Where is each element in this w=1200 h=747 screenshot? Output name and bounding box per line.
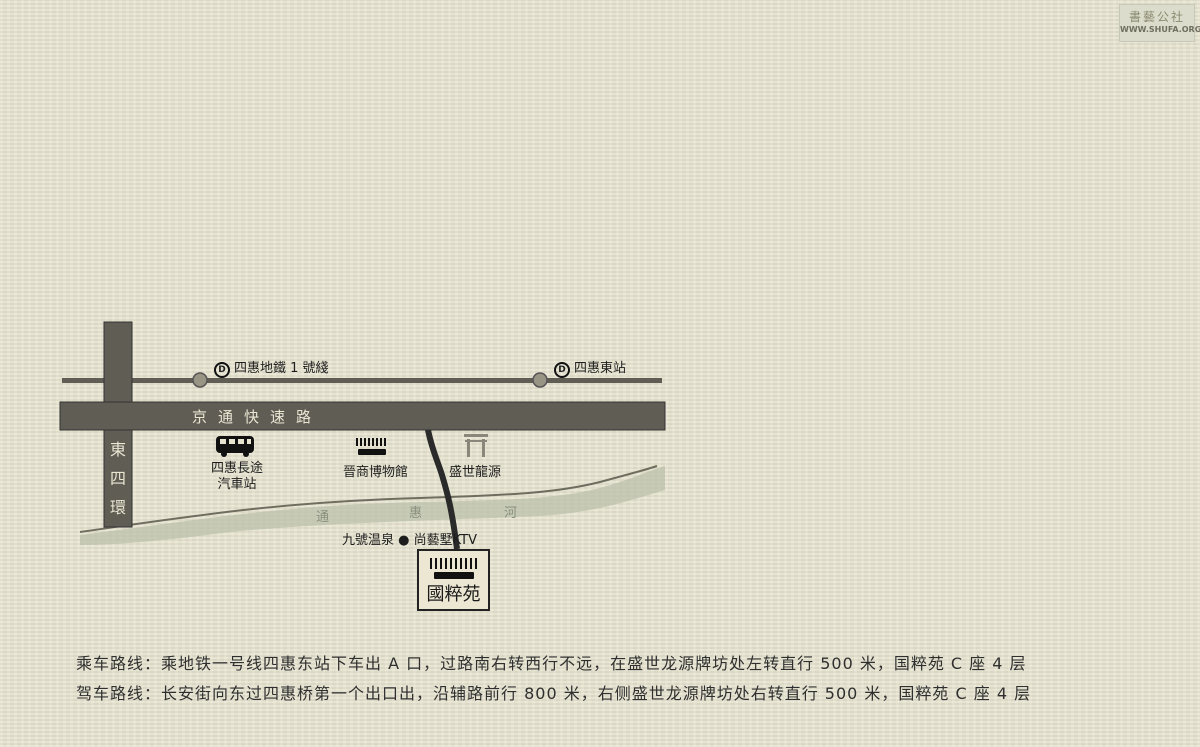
archway-icon — [464, 434, 488, 457]
subway-line — [62, 378, 662, 383]
watermark-logo: 書藝公社 WWW.SHUFA.ORG — [1119, 4, 1200, 42]
landmark-bus-station: 四惠長途 汽車站 — [207, 461, 267, 493]
watermark-url: WWW.SHUFA.ORG — [1120, 25, 1200, 34]
expressway — [59, 401, 666, 431]
bus-icon — [216, 436, 254, 457]
landmark-archway: 盛世龍源 — [449, 465, 502, 480]
landmark-label: 四惠長途 — [210, 461, 263, 476]
access-road — [425, 429, 460, 550]
destination-label: 國粹苑 — [426, 584, 481, 605]
ring-char: 四 — [109, 469, 126, 488]
river-label: 河 — [504, 506, 518, 521]
dot-icon: ● — [398, 533, 410, 548]
building-icon — [430, 558, 477, 579]
subway-icon: D — [554, 362, 570, 378]
ring-char: 東 — [109, 440, 126, 459]
river-label: 通 — [316, 510, 330, 525]
landmark-museum: 晉商博物館 — [343, 465, 409, 480]
station-dot — [192, 372, 208, 388]
expressway-label: 京通快速路 — [192, 408, 323, 426]
station-label-sihui-east: D 四惠東站 — [554, 357, 626, 378]
station-name: 四惠東站 — [574, 361, 627, 376]
ring-road-label: 東 四 環 — [108, 435, 128, 522]
hotspot-label: 九號温泉 ● 尚藝墅KTV — [342, 529, 477, 548]
river-label: 惠 — [409, 506, 423, 521]
destination-marker: 國粹苑 — [417, 549, 490, 611]
landmark-label: 汽車站 — [217, 477, 257, 492]
building-icon — [356, 438, 386, 455]
subway-icon: D — [214, 362, 230, 378]
driving-route-text: 驾车路线：长安街向东过四惠桥第一个出口出，沿辅路前行 800 米，右侧盛世龙源牌… — [76, 684, 1032, 703]
hotspot-right: 尚藝墅KTV — [413, 533, 477, 548]
watermark-text: 書藝公社 — [1128, 10, 1185, 24]
station-dot — [532, 372, 548, 388]
transit-route-text: 乘车路线：乘地铁一号线四惠东站下车出 A 口，过路南右转西行不远，在盛世龙源牌坊… — [76, 654, 1027, 673]
ring-char: 環 — [109, 498, 126, 517]
hotspot-left: 九號温泉 — [342, 533, 395, 548]
river-band — [80, 466, 665, 545]
station-label-sihui-line1: D 四惠地鐵 1 號綫 — [214, 357, 329, 378]
station-name: 四惠地鐵 1 號綫 — [234, 361, 329, 376]
